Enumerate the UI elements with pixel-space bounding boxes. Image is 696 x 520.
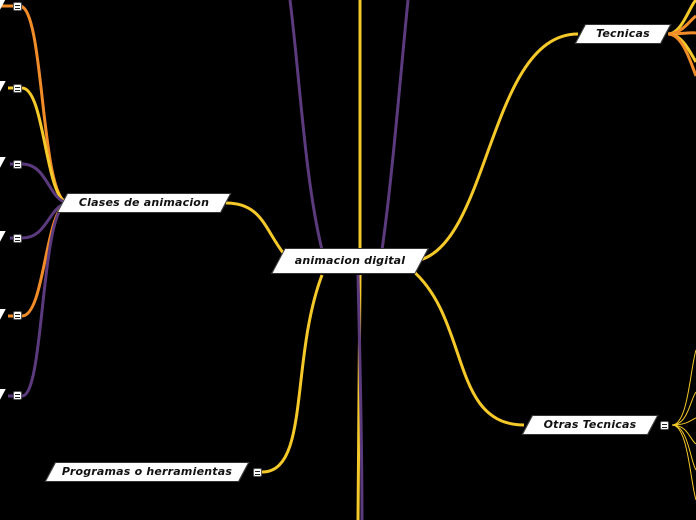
collapse-toggle-icon[interactable] bbox=[13, 84, 22, 93]
topic-label: Programas o herramientas bbox=[61, 465, 233, 478]
topic-label: Tecnicas bbox=[596, 27, 650, 40]
connector-tecnicas-child-4 bbox=[667, 32, 696, 63]
topic-programas-o-herramientas[interactable]: Programas o herramientas bbox=[44, 462, 250, 482]
collapse-toggle-icon[interactable] bbox=[13, 311, 22, 320]
connector-otras-child-5 bbox=[671, 424, 696, 471]
topic-label: Clases de animacion bbox=[78, 196, 210, 209]
collapse-toggle-icon[interactable] bbox=[660, 421, 669, 430]
connector-clases-child-3 bbox=[10, 162, 69, 205]
connector-clases-child-5 bbox=[8, 201, 69, 318]
connector-clases-child-2 bbox=[8, 86, 69, 205]
connector-programas bbox=[261, 274, 324, 474]
connector-tecnicas bbox=[419, 32, 579, 262]
topic-clases-de-animacion[interactable]: Clases de animacion bbox=[56, 193, 232, 213]
connector-otras-child-6 bbox=[671, 424, 696, 501]
connector-tecnicas-child-5 bbox=[667, 32, 696, 77]
connector-clases-child-6 bbox=[8, 201, 69, 398]
connector-bottom-purple bbox=[356, 274, 364, 520]
collapse-toggle-icon[interactable] bbox=[13, 2, 22, 11]
topic-tecnicas[interactable]: Tecnicas bbox=[574, 24, 672, 44]
topic-label: Otras Tecnicas bbox=[543, 418, 637, 431]
connector-top-right bbox=[380, 0, 410, 251]
connector-clases bbox=[225, 201, 286, 255]
collapse-toggle-icon[interactable] bbox=[13, 391, 22, 400]
central-topic[interactable]: animacion digital bbox=[271, 248, 429, 274]
topic-otras-tecnicas[interactable]: Otras Tecnicas bbox=[521, 415, 659, 435]
collapse-toggle-icon[interactable] bbox=[13, 234, 22, 243]
central-topic-label: animacion digital bbox=[294, 254, 406, 267]
connector-otras-child-2 bbox=[671, 391, 696, 426]
collapse-toggle-icon[interactable] bbox=[13, 160, 22, 169]
collapse-toggle-icon[interactable] bbox=[253, 468, 262, 477]
connector-otras-child-1 bbox=[671, 349, 696, 426]
connector-otras bbox=[411, 268, 525, 427]
connector-top-left bbox=[288, 0, 324, 251]
